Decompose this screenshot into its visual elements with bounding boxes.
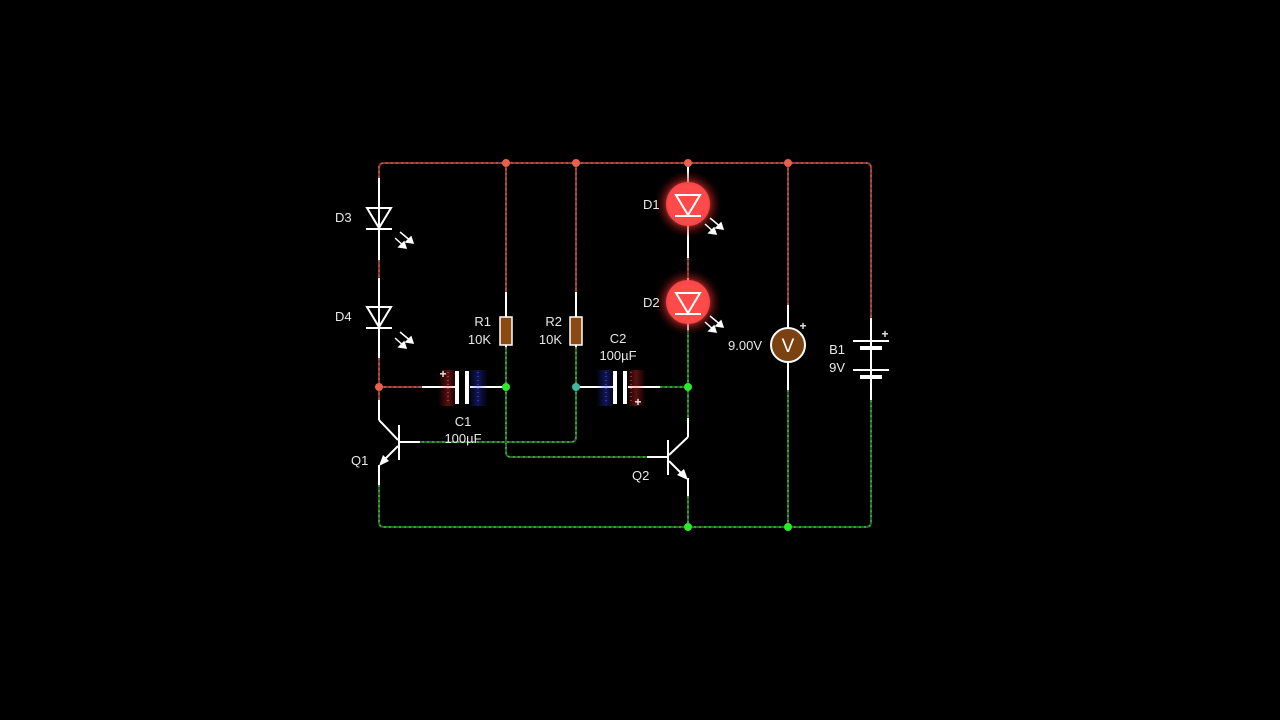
- node-dot[interactable]: [684, 159, 692, 167]
- label-q2: Q2: [632, 468, 649, 483]
- label-d3: D3: [335, 210, 352, 225]
- ground-rail: [378, 330, 872, 528]
- node-dot[interactable]: [375, 383, 383, 391]
- diode-triangle-icon: [674, 292, 702, 315]
- diode-triangle-icon: [365, 306, 393, 329]
- label-r1: R1: [474, 314, 491, 329]
- label-c1: C1: [455, 414, 472, 429]
- diode-triangle-icon: [674, 194, 702, 217]
- led-d4[interactable]: D4: [335, 306, 415, 349]
- value-r1: 10K: [468, 332, 491, 347]
- battery-b1[interactable]: + B1 9V: [829, 327, 889, 379]
- light-emission-icon: [394, 331, 415, 349]
- voltmeter-reading: 9.00V: [728, 338, 762, 353]
- polarity-plus-voltmeter: +: [799, 319, 806, 333]
- value-c1: 100µF: [444, 431, 481, 446]
- label-d2: D2: [643, 295, 660, 310]
- positive-rail: [378, 162, 872, 400]
- capacitor-c2[interactable]: + C2 100µF: [596, 331, 646, 409]
- diode-triangle-icon: [365, 207, 393, 230]
- node-dot[interactable]: [684, 523, 692, 531]
- transistor-q2[interactable]: Q2: [632, 418, 689, 496]
- node-dot[interactable]: [572, 159, 580, 167]
- label-r2: R2: [545, 314, 562, 329]
- light-emission-icon: [704, 315, 725, 333]
- polarity-plus-c2: +: [634, 395, 641, 409]
- resistor-r1[interactable]: R1 10K: [468, 314, 513, 347]
- node-dot[interactable]: [572, 383, 580, 391]
- node-dot[interactable]: [502, 159, 510, 167]
- value-c2: 100µF: [599, 348, 636, 363]
- label-c2: C2: [610, 331, 627, 346]
- node-dot[interactable]: [784, 159, 792, 167]
- polarity-plus-c1: +: [439, 367, 446, 381]
- transistor-q1[interactable]: Q1: [351, 400, 420, 485]
- voltmeter-symbol: V: [782, 336, 795, 357]
- label-d4: D4: [335, 309, 352, 324]
- emitter-arrow-icon: [379, 455, 389, 466]
- light-emission-icon: [704, 217, 725, 235]
- led-d3[interactable]: D3: [335, 207, 415, 249]
- capacitor-c1[interactable]: + C1 100µF: [438, 367, 488, 446]
- resistor-r2[interactable]: R2 10K: [539, 314, 583, 347]
- value-r2: 10K: [539, 332, 562, 347]
- label-b1: B1: [829, 342, 845, 357]
- junction-nodes: [375, 159, 792, 531]
- light-emission-icon: [394, 231, 415, 249]
- emitter-arrow-icon: [677, 469, 688, 480]
- component-leads: [378, 163, 872, 400]
- label-q1: Q1: [351, 453, 368, 468]
- voltmeter[interactable]: V + 9.00V: [728, 319, 807, 363]
- polarity-plus-battery: +: [881, 327, 888, 341]
- led-d2[interactable]: D2: [643, 268, 725, 336]
- node-dot[interactable]: [784, 523, 792, 531]
- node-dot[interactable]: [502, 383, 510, 391]
- led-d1[interactable]: D1: [643, 170, 725, 238]
- value-b1: 9V: [829, 360, 845, 375]
- label-d1: D1: [643, 197, 660, 212]
- node-dot[interactable]: [684, 383, 692, 391]
